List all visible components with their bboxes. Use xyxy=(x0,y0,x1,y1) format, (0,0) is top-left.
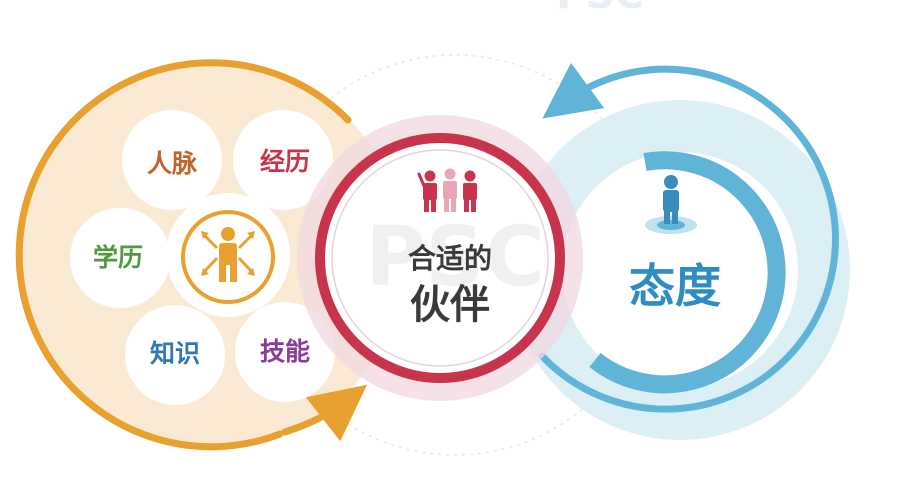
label-xueli: 学历 xyxy=(93,243,143,272)
partner-line1: 合适的 xyxy=(408,242,492,275)
team-icon xyxy=(417,168,477,212)
petal-renmai xyxy=(122,110,222,210)
label-jineng: 技能 xyxy=(260,337,310,366)
person-arrows-icon xyxy=(201,227,255,282)
right-inner-white xyxy=(562,152,798,388)
attitude-label: 态度 xyxy=(629,259,721,313)
person-arrows-ring xyxy=(181,210,275,304)
petal-zhishi xyxy=(125,305,225,405)
center-main-circle xyxy=(315,133,565,383)
petal-xueli xyxy=(70,208,170,308)
label-zhishi: 知识 xyxy=(150,339,200,368)
left-outer-arc-arrow xyxy=(15,59,352,451)
petal-jingli xyxy=(233,110,333,210)
person-on-target-icon xyxy=(645,175,697,234)
center-group: PSC 合适的 伙伴 xyxy=(297,115,583,401)
right-outer-arc-arrow xyxy=(538,62,839,413)
left-group: 人脉 经历 学历 知识 技能 xyxy=(15,59,405,451)
right-group: 态度 xyxy=(510,62,850,440)
label-jingli: 经历 xyxy=(260,147,310,176)
center-watermark: PSC xyxy=(365,210,544,305)
right-inner-ring xyxy=(589,151,786,394)
left-bottom-arrow xyxy=(281,384,368,442)
petal-jineng xyxy=(235,302,335,402)
label-renmai: 人脉 xyxy=(147,149,198,178)
partner-line2: 伙伴 xyxy=(410,282,490,328)
top-watermark: PSC xyxy=(556,0,643,18)
center-inner-line xyxy=(331,149,549,367)
